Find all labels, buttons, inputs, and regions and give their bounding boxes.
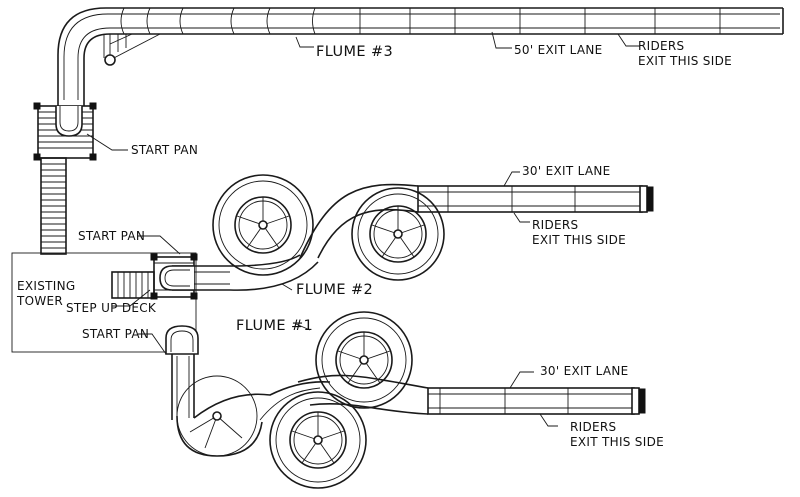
step-up-deck bbox=[111, 253, 198, 300]
step-up-deck-label: STEP UP DECK bbox=[66, 301, 157, 315]
riders-exit-low-line1: RIDERS bbox=[570, 420, 616, 434]
existing-tower-outline bbox=[11, 252, 197, 353]
riders-exit-low-line2: EXIT THIS SIDE bbox=[570, 435, 664, 449]
flume2-label: FLUME #2 bbox=[296, 282, 373, 298]
flume3-label: FLUME #3 bbox=[316, 44, 393, 60]
existing-tower-line2: TOWER bbox=[16, 294, 63, 308]
flume1 bbox=[165, 311, 646, 489]
existing-tower-line1: EXISTING bbox=[17, 279, 76, 293]
riders-exit-top-line2: EXIT THIS SIDE bbox=[638, 54, 732, 68]
start-pan-label-1: START PAN bbox=[131, 143, 198, 157]
start-pan-label-3: START PAN bbox=[82, 327, 149, 341]
flume3 bbox=[57, 7, 784, 106]
start-pan-label-2: START PAN bbox=[78, 229, 145, 243]
riders-exit-top-line1: RIDERS bbox=[638, 39, 684, 53]
exit-lane-50-label: 50' EXIT LANE bbox=[514, 43, 603, 57]
exit-lane-30-upper-label: 30' EXIT LANE bbox=[522, 164, 611, 178]
flume2 bbox=[159, 174, 654, 291]
flume3-platform bbox=[33, 102, 97, 161]
leader-lines bbox=[86, 31, 640, 427]
flume1-label: FLUME #1 bbox=[236, 318, 313, 334]
upper-stair bbox=[40, 157, 67, 255]
riders-exit-mid-line1: RIDERS bbox=[532, 218, 578, 232]
exit-lane-30-lower-label: 30' EXIT LANE bbox=[540, 364, 629, 378]
riders-exit-mid-line2: EXIT THIS SIDE bbox=[532, 233, 626, 247]
